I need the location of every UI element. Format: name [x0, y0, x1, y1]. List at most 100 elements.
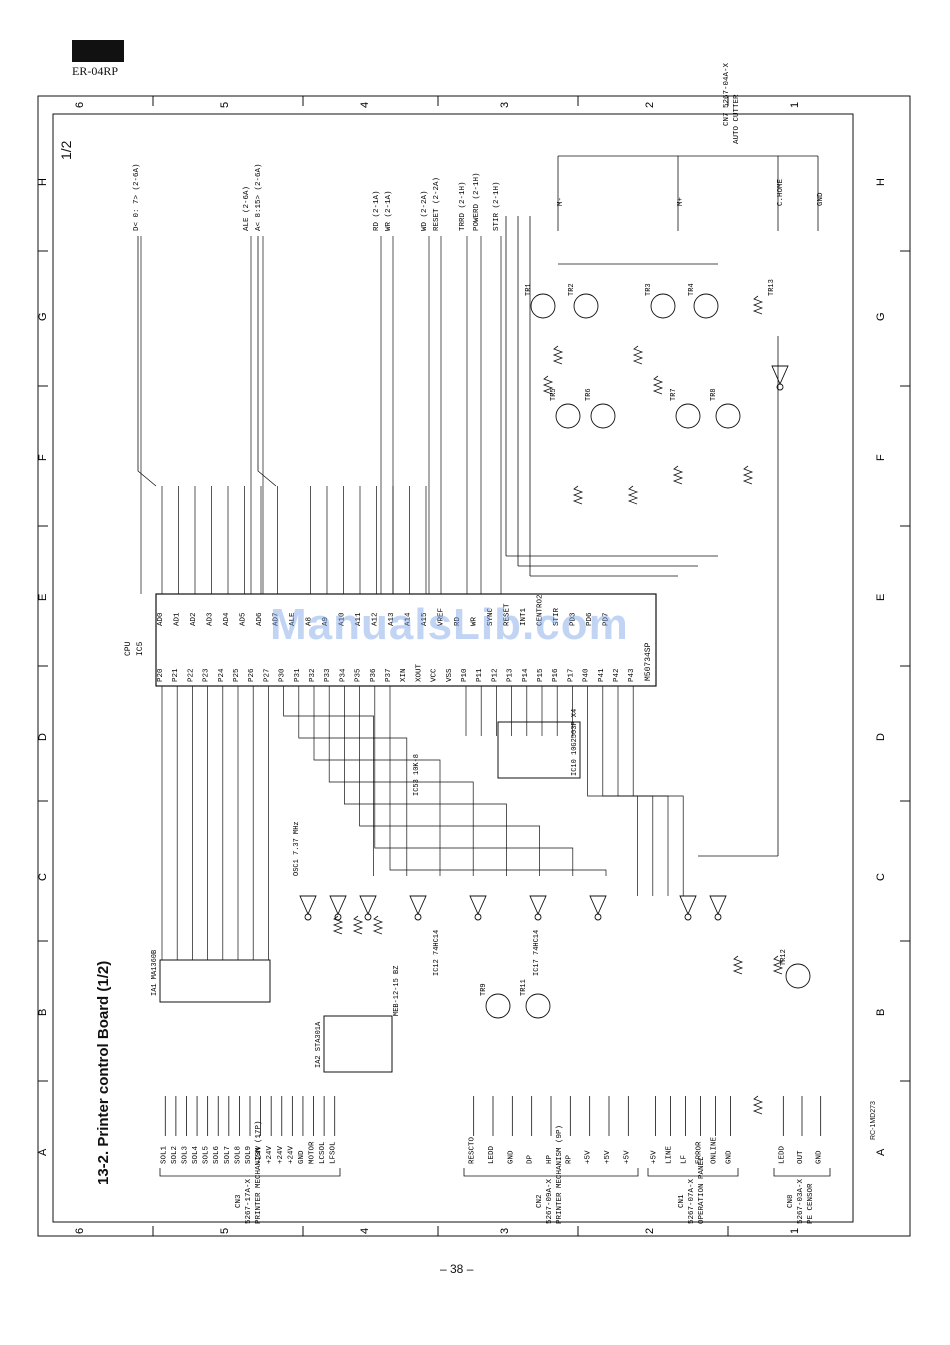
connector-desc: PE CENSOR [807, 1183, 815, 1224]
inverter-gate [771, 365, 789, 386]
connector-bracket [647, 1168, 739, 1177]
cpu-pin-label: A11 [355, 612, 363, 626]
resistor [732, 955, 744, 975]
cpu-part-label: M50734SP [644, 642, 653, 681]
cpu-pin-label: A12 [372, 612, 380, 626]
connector-signal: SOL5 [203, 1145, 211, 1164]
connector-signal: LFSOL [330, 1141, 338, 1164]
cpu-pin-label: AD7 [273, 612, 281, 626]
resistor [632, 345, 644, 365]
connector-ref: CN8 [787, 1194, 795, 1208]
connector-part: 5267-03A-X [797, 1178, 805, 1224]
inverter-gate [679, 895, 697, 916]
inverter-gate [469, 895, 487, 916]
cpu-pin-label: PD3 [570, 612, 578, 626]
cpu-pin-label: P31 [294, 668, 302, 682]
transistor-ref: TR6 [585, 388, 593, 401]
connector-signal: LEDD [778, 1145, 786, 1164]
cpu-pin-label: A14 [405, 612, 413, 626]
ic-label: IA1 MA1360B [151, 950, 159, 996]
cpu-pin-label: WR [471, 616, 479, 626]
bus-label: D< 0: 7> (2-6A) [133, 163, 141, 231]
resistor [332, 915, 344, 935]
page-fraction: 1/2 [58, 140, 74, 160]
connector-signal: RP [565, 1154, 573, 1164]
cpu-pin-label: P43 [628, 668, 636, 682]
connector-signal: +24V [277, 1145, 285, 1164]
connector-signal: GND [507, 1150, 515, 1164]
connector-part: CN7 5267-04A-X [723, 62, 731, 126]
inverter-bubble [684, 913, 692, 921]
connector-signal: HP [546, 1154, 554, 1164]
bus-label: TRRD (2-1H) [459, 181, 467, 231]
connector-part: 5267-17A-X [245, 1178, 253, 1224]
connector-signal: +5V [604, 1150, 612, 1164]
cpu-pin-label: VREF [438, 608, 446, 626]
grid-col-label-top: 6 [74, 102, 86, 108]
grid-col-label-top: 5 [219, 102, 231, 108]
inverter-gate [299, 895, 317, 916]
connector-signal: SOL2 [171, 1146, 179, 1164]
grid-row-label-right: B [875, 1009, 887, 1016]
cpu-pin-label: P32 [309, 668, 317, 682]
transistor [675, 403, 701, 429]
grid-row-label-right: A [875, 1148, 887, 1156]
inverter-bubble [594, 913, 602, 921]
cpu-pin-label: P25 [233, 668, 241, 682]
cpu-pin-label: P17 [567, 668, 575, 682]
grid-row-label-left: A [37, 1148, 49, 1156]
bus-label: RESET (2-2A) [433, 177, 441, 231]
inverter-gate [709, 895, 727, 916]
connector-signal: LF [681, 1155, 689, 1164]
connector-bracket [463, 1168, 639, 1177]
cpu-pin-label: P34 [339, 668, 347, 682]
cpu-pin-label: AD4 [223, 612, 231, 626]
resistor [572, 485, 584, 505]
cpu-pin-label: P24 [218, 668, 226, 682]
bus-label: RD (2-1A) [373, 190, 381, 231]
inverter-bubble [474, 913, 482, 921]
grid-col-label-bottom: 6 [74, 1228, 86, 1234]
cpu-pin-label: XOUT [415, 663, 423, 682]
connector-signal: M+ [677, 196, 685, 206]
cpu-type-label: CPU [124, 641, 133, 656]
cpu-pin-label: VCC [431, 668, 439, 682]
connector-signal: SOL7 [224, 1146, 232, 1164]
connector-signal: SOL4 [192, 1145, 200, 1164]
grid-row-label-left: B [37, 1009, 49, 1016]
watermark: ManualsLib.com [270, 600, 629, 649]
grid-row-label-right: G [875, 312, 887, 321]
bus-label: WD (2-2A) [421, 190, 429, 231]
cpu-pin-label: AD1 [174, 612, 182, 626]
grid-col-label-bottom: 4 [359, 1228, 371, 1234]
bus-label: POWERD (2-1H) [473, 172, 481, 231]
cpu-pin-label: P13 [507, 668, 515, 682]
inverter-gate [409, 895, 427, 916]
connector-signal: SOL1 [160, 1145, 168, 1164]
grid-row-label-right: C [875, 873, 887, 881]
cpu-pin-label: AD5 [240, 612, 248, 626]
cpu-pin-label: CENTRO2 [537, 594, 545, 626]
transistor-ref: TR12 [780, 949, 788, 966]
grid-row-label-left: E [37, 594, 49, 601]
cpu-ic5 [155, 593, 657, 687]
grid-row-label-right: D [875, 733, 887, 741]
inverter-gate [359, 895, 377, 916]
transistor [590, 403, 616, 429]
grid-row-label-left: G [37, 312, 49, 321]
cpu-pin-label: A9 [322, 617, 330, 626]
connector-signal: OUT [797, 1150, 805, 1164]
connector-signal: ONLINE [711, 1136, 719, 1164]
transistor-ref: TR3 [645, 283, 653, 296]
cpu-pin-label: RD [454, 616, 462, 626]
cpu-pin-label: P10 [461, 668, 469, 682]
cpu-pin-label: A15 [421, 612, 429, 626]
transistor-ref: TR9 [480, 983, 488, 996]
resistor [372, 915, 384, 935]
inverter-bubble [714, 913, 722, 921]
grid-col-label-top: 1 [789, 102, 801, 108]
resistor [627, 485, 639, 505]
grid-col-label-bottom: 3 [499, 1228, 511, 1234]
connector-signal: SOL8 [234, 1146, 242, 1164]
